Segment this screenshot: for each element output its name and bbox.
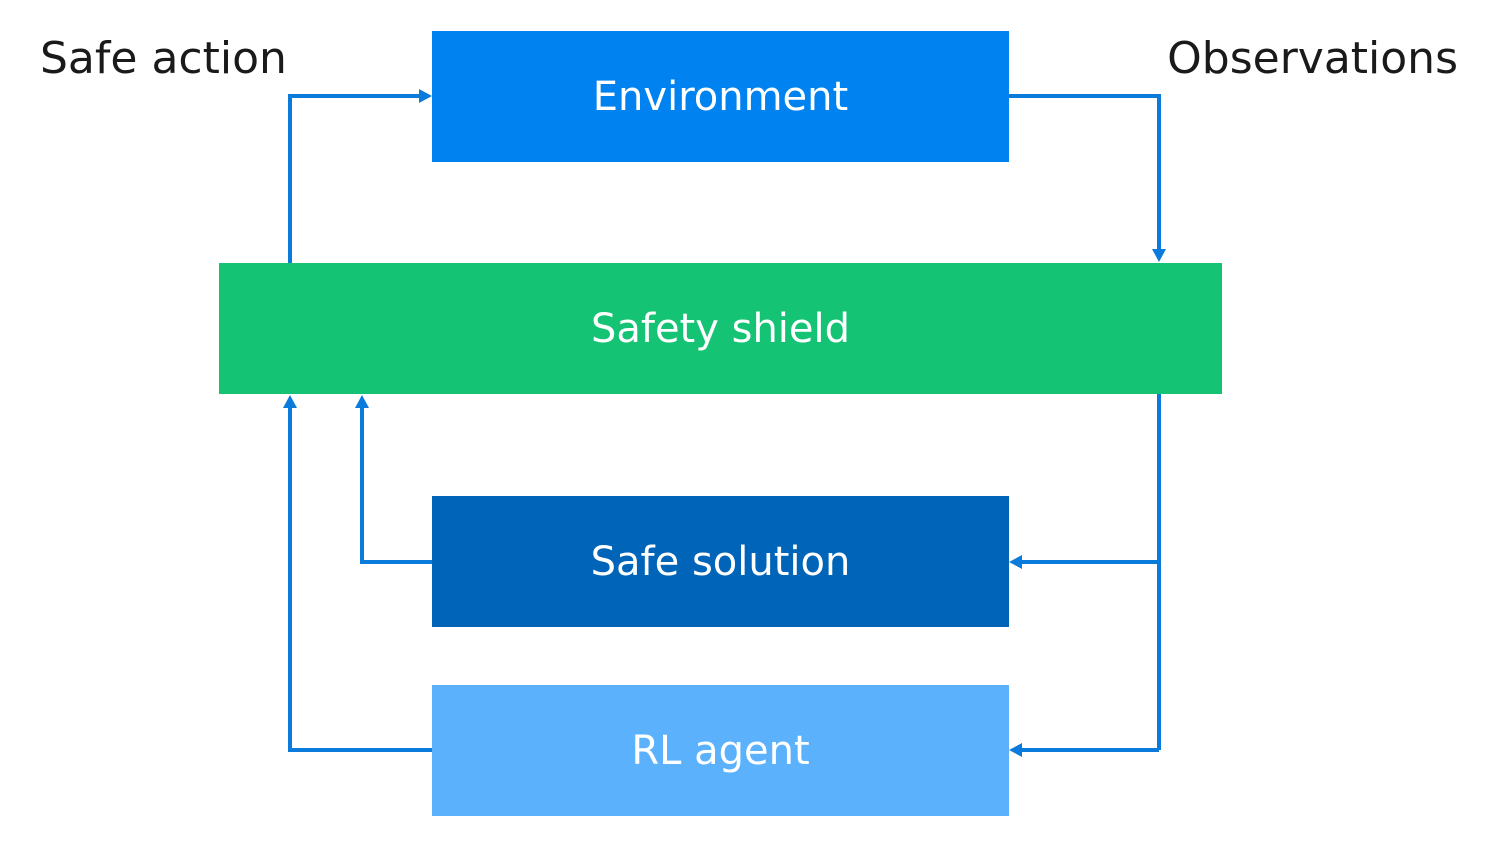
safe-solution-input-arrowhead	[1009, 555, 1022, 569]
observations-arrowhead	[1152, 249, 1166, 262]
safe-solution-output-arrow	[360, 405, 432, 564]
environment-block-label: Environment	[592, 73, 849, 120]
environment-block: Environment	[432, 31, 1009, 162]
safe-action-label: Safe action	[40, 33, 287, 84]
safe-solution-output-arrowhead	[355, 395, 369, 408]
safe-solution-block: Safe solution	[432, 496, 1009, 627]
observations-label: Observations	[1167, 33, 1458, 84]
observations-arrow	[1009, 94, 1161, 252]
safe-solution-block-label: Safe solution	[590, 538, 851, 585]
rl-agent-output-arrow	[288, 405, 432, 752]
safety-shield-block-label: Safety shield	[590, 305, 851, 352]
rl-agent-block-label: RL agent	[631, 727, 810, 774]
rl-agent-input-arrowhead	[1009, 743, 1022, 757]
rl-agent-output-arrowhead	[283, 395, 297, 408]
safety-shield-block: Safety shield	[219, 263, 1222, 394]
rl-agent-block: RL agent	[432, 685, 1009, 816]
safe-action-arrow	[288, 94, 422, 263]
safe-action-arrowhead	[419, 89, 432, 103]
